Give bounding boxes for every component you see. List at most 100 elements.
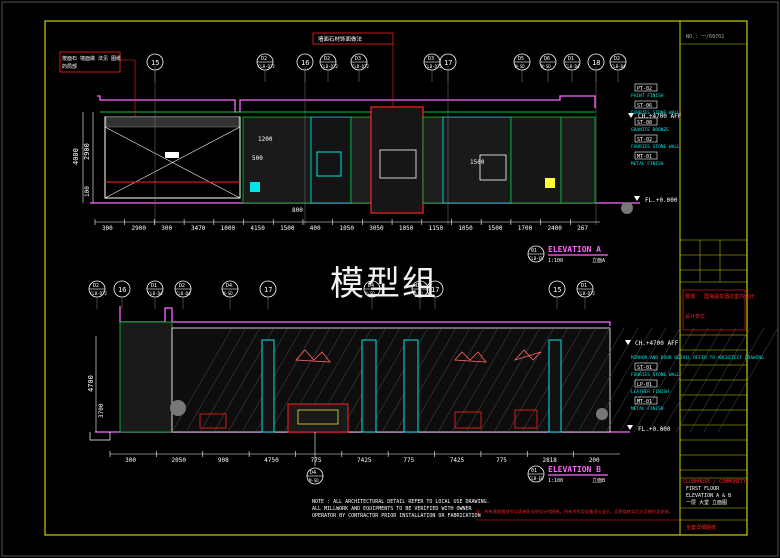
elev-b-hatch-line-7 — [269, 327, 331, 433]
elev-b-legend: MIRROR AND DOOR DETAIL REFER TO ARCHITEC… — [631, 355, 764, 412]
elev-b-ceiling — [119, 306, 611, 326]
elev-b-bubble-num-0: D2 — [93, 283, 99, 289]
note-line-3: OPERATOR BY CONTRACTOR PRIOR INSTALLATIO… — [312, 513, 481, 519]
elev-b-bubble-num-10: D1 — [581, 283, 587, 289]
elev-a-scale-cn: 立面A — [592, 257, 605, 264]
elev-b-dim-5: 7425 — [357, 457, 372, 464]
elev-a-panel-hatch — [105, 116, 240, 128]
elev-b-bubble-code-7: M-SD — [413, 291, 423, 296]
top-left-note-leader — [120, 59, 136, 117]
watermark: 模型组 — [330, 264, 438, 304]
elev-b-bubble-code-4: M-SD — [223, 291, 233, 296]
elev-b-scale-cn: 立面B — [592, 477, 605, 484]
elev-a-floor-level: FL.+0.000 — [645, 197, 678, 204]
elev-b-dim-0: 300 — [125, 457, 136, 464]
elev-b-legend-code-2: LP-01 — [637, 382, 652, 388]
elev-b-title: ELEVATION B — [548, 465, 601, 474]
elev-a-bubble-num-11: D2 — [614, 56, 620, 62]
elev-b-left-wall — [119, 321, 173, 433]
elev-a-bubble-code-8: M-SD — [541, 64, 551, 69]
elev-a-title-sheet: CLB-EV — [529, 256, 544, 261]
elev-a-title: ELEVATION A — [548, 245, 601, 254]
elev-a-stone-7 — [560, 116, 596, 204]
title-block-floor: FIRST FLOOR — [686, 486, 720, 492]
elev-b-hatch-line-4 — [227, 327, 289, 433]
elev-a-legend-code-3: ST-02 — [637, 137, 652, 143]
elev-b-bubble-num-3: D2 — [179, 283, 185, 289]
elev-a-bubble-num-4: D3 — [355, 56, 361, 62]
title-block-bottom: 全套详细图纸 — [686, 524, 716, 531]
elev-b-fireplace-inner — [297, 409, 339, 425]
elev-b-furniture-3 — [514, 409, 538, 429]
elev-b-dim-3: 4750 — [264, 457, 279, 464]
elev-a-grid-bubble-num-10: 18 — [592, 59, 600, 67]
elev-a-grid-bubble-num-6: 17 — [444, 59, 452, 67]
elev-b-dim-left-text2: 3700 — [98, 403, 105, 418]
elev-b-hatch-line-34 — [647, 327, 709, 433]
elev-b-bottom-bubble-code: M-SD — [309, 478, 319, 483]
elev-b-dim-left-text: 4700 — [87, 375, 95, 392]
elev-a-legend-box-2 — [634, 117, 658, 126]
elev-a-grid-bubble-num-2: 16 — [301, 59, 309, 67]
elev-b-chandelier-1 — [295, 349, 331, 363]
elev-a-bubble-num-3: D2 — [324, 56, 330, 62]
elev-a-dim-15: 2400 — [547, 225, 562, 232]
elev-b-grid-bubble-num-8: 17 — [431, 286, 439, 294]
elev-a-dim-16: 267 — [577, 225, 588, 232]
top-note-box — [312, 32, 394, 45]
elev-b-hatch-line-17 — [409, 327, 471, 433]
elev-a-bubble-num-9: D1 — [568, 56, 574, 62]
elev-b-bubble-code-6: M-SD — [365, 291, 375, 296]
elev-a-bubble-code-11: CLB-D4 — [611, 64, 626, 69]
elev-a-dim-5: 4150 — [250, 225, 265, 232]
elev-a-bubble-num-5: D3 — [428, 56, 434, 62]
sheet-frame — [44, 20, 748, 536]
elev-a-panel-diag2 — [104, 126, 241, 199]
elev-a-legend-text-1: FOURIES STONE WALL — [631, 110, 680, 116]
elev-a-bubble-num-7: D5 — [518, 56, 524, 62]
elev-a-legend-text-0: PAINT FINISH — [631, 93, 664, 99]
top-left-note-box — [59, 51, 121, 73]
elev-a-legend-box-1 — [634, 100, 658, 109]
elev-b-bottom-bubble-num: D4 — [310, 470, 316, 476]
note-line-4: 注：所有建筑细部节点请参照当地设计院图纸，所有木作及设备须与业主，运营商核实后方… — [476, 508, 673, 515]
elev-b-hatch-line-26 — [535, 327, 597, 433]
elev-a-stone-5 — [442, 116, 512, 204]
elev-b-dim-2: 908 — [218, 457, 229, 464]
elev-a-scale: 1:100 — [548, 258, 563, 264]
elev-a-dim-12: 1050 — [458, 225, 473, 232]
elev-a-bubble-code-7: M-SD — [515, 64, 525, 69]
elev-a-dim-9: 3050 — [369, 225, 384, 232]
elev-b-legend-text-0: MIRROR AND DOOR DETAIL REFER TO ARCHITEC… — [631, 355, 764, 361]
note-line-1: NOTE : ALL ARCHITECTURAL DETAIL REFER TO… — [312, 499, 490, 505]
elev-a-plant — [621, 202, 633, 214]
elev-b-bubble-num-4: D4 — [226, 283, 232, 289]
elev-a-niche-1 — [316, 151, 342, 177]
elev-b-plant-left — [170, 400, 186, 416]
title-block-logo-box — [682, 289, 746, 331]
elev-a-niche-5 — [545, 178, 555, 188]
elev-b-hatch-line-33 — [633, 327, 695, 433]
elev-b-bubble-code-2: CLB-D4 — [148, 291, 163, 296]
elev-a-grid-bubble-num-0: 15 — [151, 59, 159, 67]
elev-b-bubble-code-10: CLB-D72 — [578, 291, 595, 296]
elev-b-legend-text-1: FOURIES STONE WALL — [631, 372, 680, 378]
elev-b-pillar-3 — [403, 339, 419, 433]
elev-a-niche-4 — [250, 182, 260, 192]
elev-b-hatch-line-2 — [199, 327, 261, 433]
elev-b-bubble-code-0: CLB-D72 — [90, 291, 107, 296]
elev-b-dim-4: 775 — [311, 457, 322, 464]
elev-b-fireplace — [287, 403, 349, 433]
elev-a-bubble-code-3: CLB-D72 — [321, 64, 338, 69]
elev-b-pillar-4 — [548, 339, 562, 433]
elev-a-dim-13: 1500 — [488, 225, 503, 232]
elev-a-dim-left-text2: 2900 — [83, 143, 91, 160]
elev-b-bubble-num-2: D1 — [151, 283, 157, 289]
elev-b-bubble-code-3: CLB-D4 — [176, 291, 191, 296]
elev-a-bubble-code-4: CLB-D72 — [352, 64, 369, 69]
top-left-note-1: 按面石 墙面做 法见 图纸 — [62, 55, 121, 62]
elev-b-hatch-line-18 — [423, 327, 485, 433]
elev-a-bubble-num-1: D2 — [261, 56, 267, 62]
